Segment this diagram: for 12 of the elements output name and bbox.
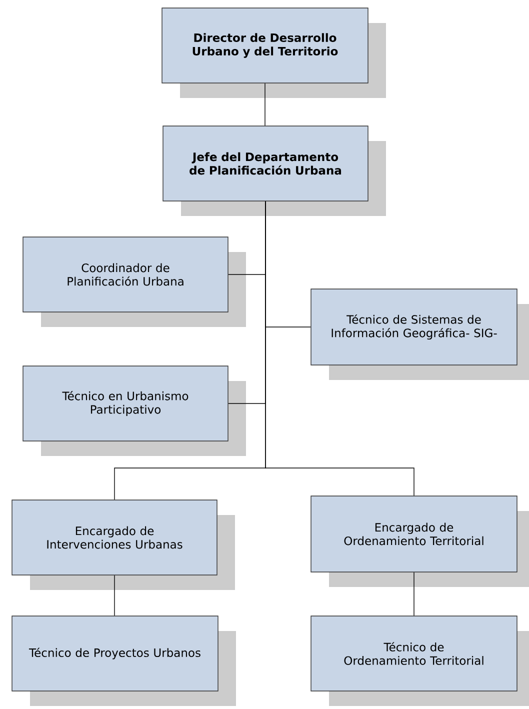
org-box: Técnico en Urbanismo Participativo: [22, 366, 246, 456]
connector-line: [264, 83, 266, 126]
org-box: Técnico de Sistemas de Información Geográfica- SIG-: [310, 288, 529, 380]
org-box: Encargado de Intervenciones Urbanas: [12, 500, 235, 590]
org-box: Director de Desarrollo Urbano y del Territorio: [162, 8, 386, 98]
connector-line: [114, 575, 115, 616]
org-box: Técnico de Proyectos Urbanos: [12, 616, 236, 706]
connector-line: [265, 201, 414, 496]
org-box: Coordinador de Planificación Urbana: [22, 236, 246, 327]
org-box: Técnico de Ordenamiento Territorial: [310, 616, 529, 706]
org-box: Encargado de Ordenamiento Territorial: [310, 496, 529, 587]
org-box: Jefe del Departamento de Planificación Urbana: [162, 126, 386, 216]
